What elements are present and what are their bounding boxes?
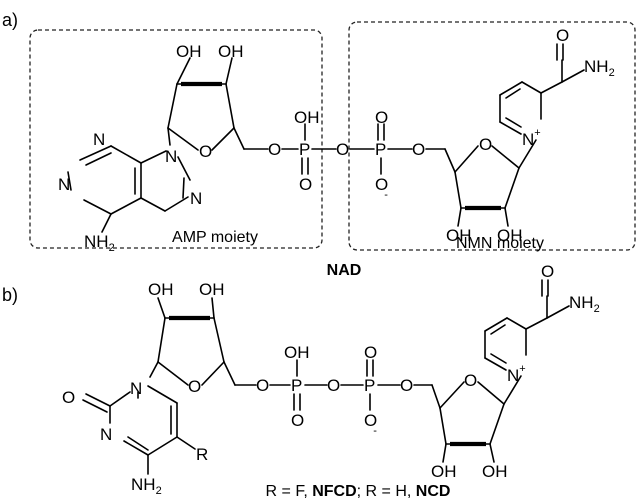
adenine-n1: N xyxy=(93,130,105,149)
carboxamide-nh2-b: NH2 xyxy=(569,293,600,315)
pyrimidinone-n3: N xyxy=(100,425,112,444)
nmn-ester-oxygen-a: O xyxy=(412,140,425,159)
caption-b: R = F, NFCD; R = H, NCD xyxy=(266,483,451,500)
phosphate-1-oh-b: OH xyxy=(284,343,310,362)
phosphate-2-oxo: O xyxy=(375,108,388,127)
nmn-ribose-2-oh: OH xyxy=(446,226,472,245)
nmn-ribose-2-oh-b: OH xyxy=(431,462,457,481)
cytidine-ribose-ring xyxy=(149,297,257,386)
nad-label: NAD xyxy=(327,262,362,279)
bridge-oxygen-b: O xyxy=(327,376,340,395)
pyridinium-ring-a xyxy=(499,43,585,135)
pyrimidinone-n1: N xyxy=(130,379,142,398)
phosphate-2-oxide-b: O- xyxy=(364,411,377,437)
ring-oxygen-nmn-b: O xyxy=(464,371,477,390)
amp-ribose-3-oh: OH xyxy=(218,42,244,61)
amp-moiety-box xyxy=(29,29,323,249)
carboxamide-nh2-a: NH2 xyxy=(584,57,615,79)
phosphorus-1-b: P xyxy=(291,376,302,395)
cytidine-ester-oxygen: O xyxy=(256,376,269,395)
phosphate-2-oxo-b: O xyxy=(364,343,377,362)
phosphorus-2-b: P xyxy=(364,376,375,395)
nmn-moiety-box xyxy=(348,21,636,251)
phosphate-2-oxide: O- xyxy=(375,175,388,201)
pyrimidinone-oxo: O xyxy=(62,388,75,407)
panel-label-a: a) xyxy=(2,10,18,30)
phosphorus-2-a: P xyxy=(375,140,386,159)
nmn-ester-oxygen-b: O xyxy=(400,376,413,395)
phosphate-1-oxo-b: O xyxy=(291,411,304,430)
ring-oxygen-amp: O xyxy=(199,142,212,161)
adenine-n3: N xyxy=(58,175,70,194)
bridge-oxygen-a: O xyxy=(336,140,349,159)
nmn-ribose-ring-b xyxy=(413,375,522,463)
adenine-n7: N xyxy=(190,189,202,208)
pyrimidinone-nh2: NH2 xyxy=(131,475,162,497)
nmn-ribose-3-oh: OH xyxy=(497,226,523,245)
nmn-ribose-ring xyxy=(425,139,537,227)
amp-moiety-label: AMP moiety xyxy=(172,229,258,246)
pyrimidinone-ring xyxy=(82,385,196,475)
nmn-ribose-3-oh-b: OH xyxy=(482,462,508,481)
panel-label-b: b) xyxy=(2,285,18,305)
diphosphate-bridge-b xyxy=(269,359,401,411)
amp-ribose-ring xyxy=(167,57,269,151)
phosphate-1-oh: OH xyxy=(294,108,320,127)
phosphorus-1-a: P xyxy=(299,140,310,159)
carboxamide-oxygen-a: O xyxy=(556,26,569,45)
amp-ester-oxygen: O xyxy=(268,140,281,159)
cytidine-ribose-2-oh: OH xyxy=(148,280,174,299)
nmn-moiety-label: NMN moiety xyxy=(456,235,544,252)
pyridinium-nitrogen-a: N+ xyxy=(522,127,541,149)
carboxamide-oxygen-b: O xyxy=(541,262,554,281)
ring-oxygen-b: O xyxy=(188,377,201,396)
diphosphate-bridge-a xyxy=(281,123,413,175)
adenine-nh2: NH2 xyxy=(84,232,115,254)
r-substituent: R xyxy=(196,445,208,464)
adenine-ring xyxy=(67,145,191,233)
pyridinium-ring-b xyxy=(484,279,570,371)
ring-oxygen-nmn-a: O xyxy=(479,135,492,154)
adenine-n9: N xyxy=(165,147,177,166)
pyridinium-nitrogen-b: N+ xyxy=(507,363,526,385)
cytidine-ribose-3-oh: OH xyxy=(199,280,225,299)
phosphate-1-oxo: O xyxy=(299,175,312,194)
amp-ribose-2-oh: OH xyxy=(176,42,202,61)
